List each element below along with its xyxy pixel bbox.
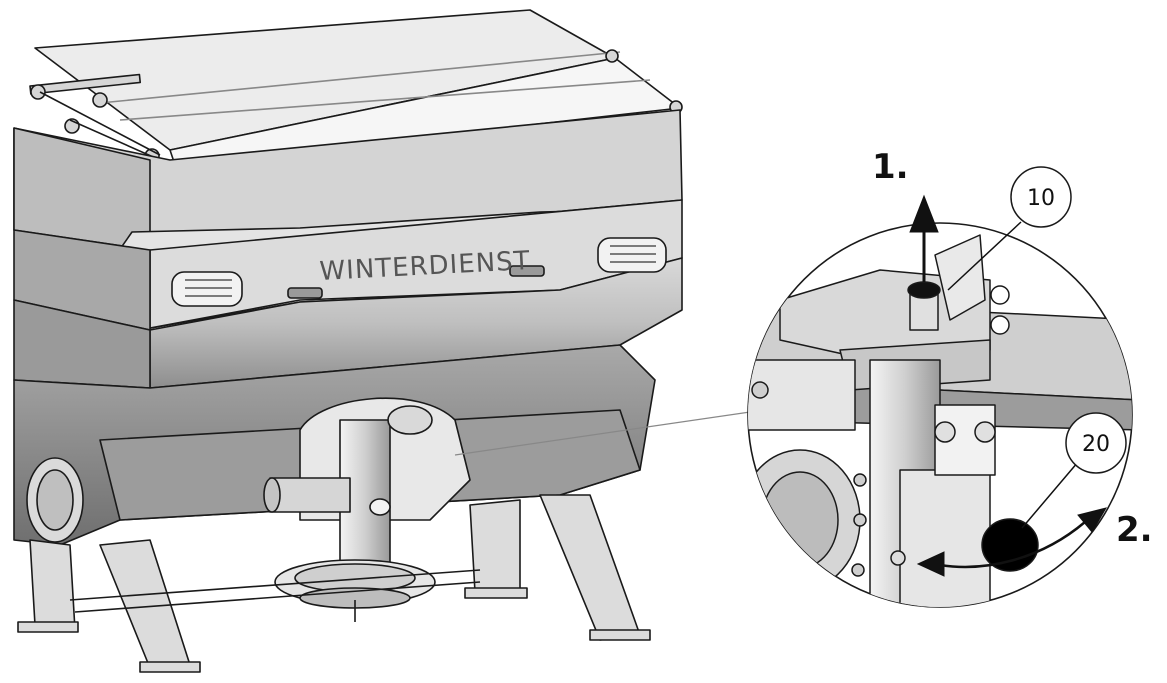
callout-20-leader bbox=[1021, 461, 1079, 529]
callout-10: 10 bbox=[1010, 166, 1072, 228]
reflectors bbox=[287, 265, 545, 299]
callout-20: 20 bbox=[1065, 412, 1127, 474]
lift-arrow bbox=[909, 194, 939, 282]
right-lamp bbox=[597, 237, 667, 273]
left-lamp bbox=[171, 271, 243, 307]
step-1-label: 1. bbox=[872, 147, 909, 187]
legs bbox=[17, 494, 651, 673]
svg-text:20: 20 bbox=[1082, 432, 1110, 457]
rotate-arrow bbox=[916, 507, 1108, 577]
svg-text:10: 10 bbox=[1027, 186, 1055, 211]
detail-leader-line bbox=[454, 411, 751, 456]
spreader-body: WINTERDIENST bbox=[13, 9, 683, 673]
callout-10-leader bbox=[947, 221, 1022, 291]
lid-hinge-rods bbox=[29, 49, 683, 164]
step-2-label: 2. bbox=[1116, 510, 1153, 550]
